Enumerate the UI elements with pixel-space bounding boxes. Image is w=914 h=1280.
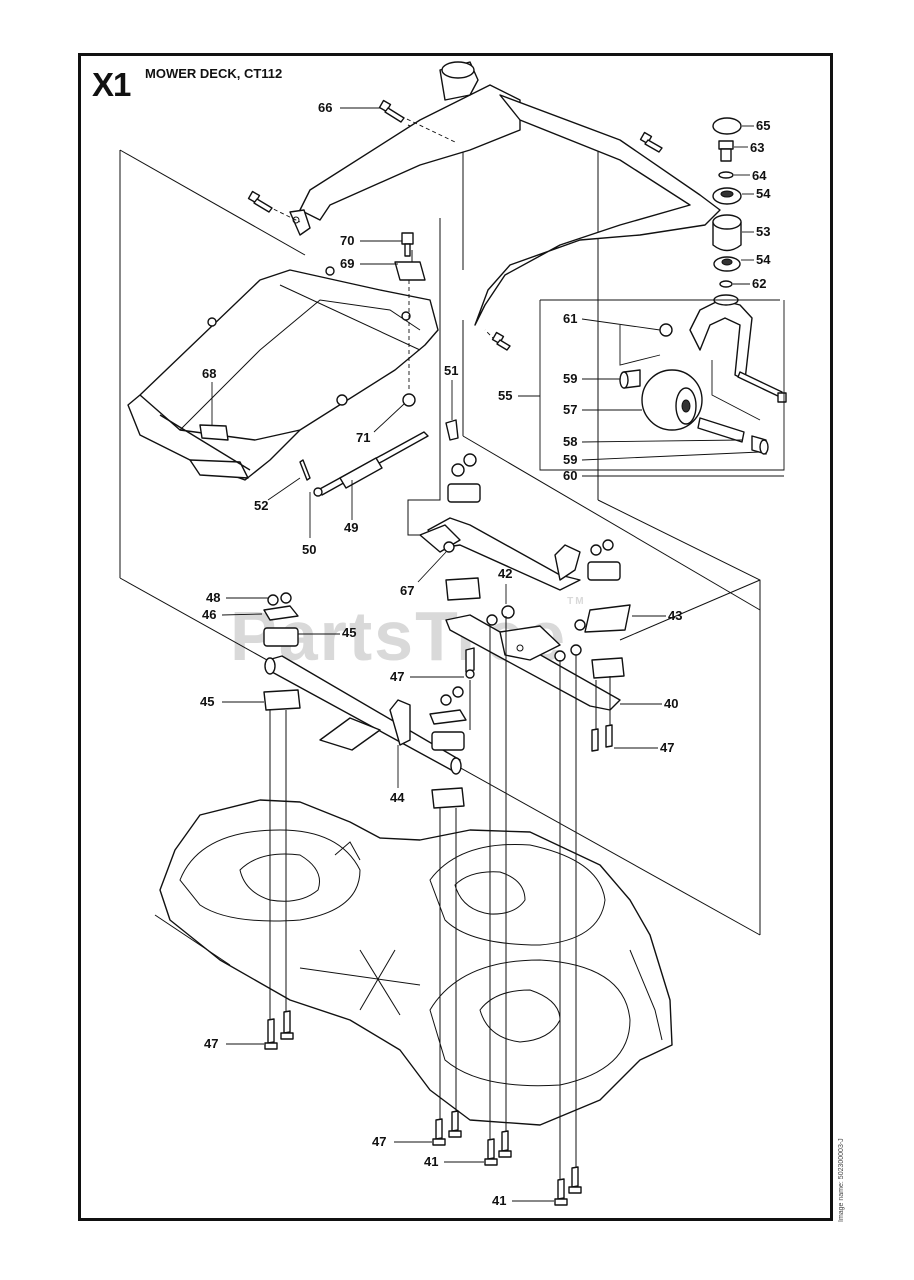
axle-tube-58 [697,417,745,443]
bolt-right-bracket [491,331,511,351]
wheel-fork-55 [689,294,753,381]
nuts-cross-bar [486,614,582,662]
callout-60: 60 [563,468,577,483]
bolt-top-right [639,131,663,153]
pivot-block-front-center-upper [429,686,467,751]
bolts-41-right [554,1166,582,1206]
bolt-63 [718,140,734,162]
bracket-43 [554,544,631,633]
pin-52 [299,459,311,481]
nut-71 [402,280,416,407]
section-code: X1 [92,66,131,103]
spacer-53 [712,214,742,252]
washer-64 [718,171,734,179]
callout-50: 50 [302,542,316,557]
callout-51: 51 [444,363,458,378]
pivot-block-67 [445,577,481,601]
deck-frame-68 [127,266,439,481]
callout-54-lower: 54 [756,252,771,267]
callout-40: 40 [664,696,678,711]
deck-hanger-bracket [254,61,721,341]
pivot-block-right-upper [587,539,621,581]
callout-45-upper: 45 [342,625,356,640]
callout-47-right: 47 [660,740,674,755]
nut-61 [659,323,673,337]
washer-62 [719,280,733,288]
callouts: 66 65 63 64 54 53 54 62 70 69 61 68 51 5… [200,100,784,1208]
bolt-66-left [247,190,273,213]
wheel-cap-65 [712,117,742,135]
bracket-69 [394,250,426,281]
callout-48: 48 [206,590,220,605]
callout-58: 58 [563,434,577,449]
callout-59: 59 [563,371,577,386]
callout-55: 55 [498,388,512,403]
callout-62: 62 [752,276,766,291]
bolts-41-center [484,1130,512,1166]
callout-69: 69 [340,256,354,271]
callout-46: 46 [202,607,216,622]
bolt-66-top [378,99,405,123]
callout-57: 57 [563,402,577,417]
axle-bolt [737,371,787,403]
callout-52: 52 [254,498,268,513]
callout-45-lower: 45 [200,694,214,709]
rear-shaft [419,517,581,591]
bushing-59-right [751,435,769,455]
callout-67: 67 [400,583,414,598]
bushing-59-left [619,369,641,389]
callout-49: 49 [344,520,358,535]
bolt-48 [267,592,292,606]
mower-deck-housing [154,799,673,1126]
pivot-block-45-upper [263,627,299,647]
diagram-title: MOWER DECK, CT112 [145,66,283,81]
callout-41-center: 41 [424,1154,438,1169]
callout-54: 54 [756,186,771,201]
callout-47-left: 47 [204,1036,218,1051]
callout-65: 65 [756,118,770,133]
diagram-frame [78,53,833,1221]
front-shaft-44 [264,655,462,775]
bolts-47-bottom-left [264,1010,294,1050]
callout-63: 63 [750,140,764,155]
callout-44: 44 [390,790,405,805]
callout-47-center: 47 [390,669,404,684]
callout-41-right: 41 [492,1193,506,1208]
alignment-lines [269,616,611,1180]
bearing-54-lower [713,256,741,272]
spring-rod-49 [313,431,429,497]
bolts-47-bottom-center [432,1110,462,1146]
watermark-trademark: TM [567,596,586,607]
callout-59-lower: 59 [563,452,577,467]
callout-61: 61 [563,311,577,326]
bearing-54-upper [712,187,742,205]
callout-64: 64 [752,168,767,183]
pivot-block-right-lower [591,657,625,679]
callout-66: 66 [318,100,332,115]
callout-42: 42 [498,566,512,581]
nut-42 [501,605,515,619]
pivot-block-45-lower [263,689,301,711]
plate-46 [263,605,299,621]
wheel-group-bracket [539,299,785,471]
callout-43: 43 [668,608,682,623]
callout-71: 71 [356,430,370,445]
assembly-outline-right [462,132,761,935]
clip-51 [445,419,459,441]
bolt-70 [401,232,414,257]
bolts-47-right [591,724,613,752]
callout-53: 53 [756,224,770,239]
callout-68: 68 [202,366,216,381]
callout-47-bottom: 47 [372,1134,386,1149]
bolt-47-center [465,647,475,679]
pivot-block-upper-center [447,453,481,503]
pivot-block-front-center-lower [431,787,465,809]
wheel-57 [641,369,703,431]
callout-70: 70 [340,233,354,248]
plate-front [319,717,381,751]
